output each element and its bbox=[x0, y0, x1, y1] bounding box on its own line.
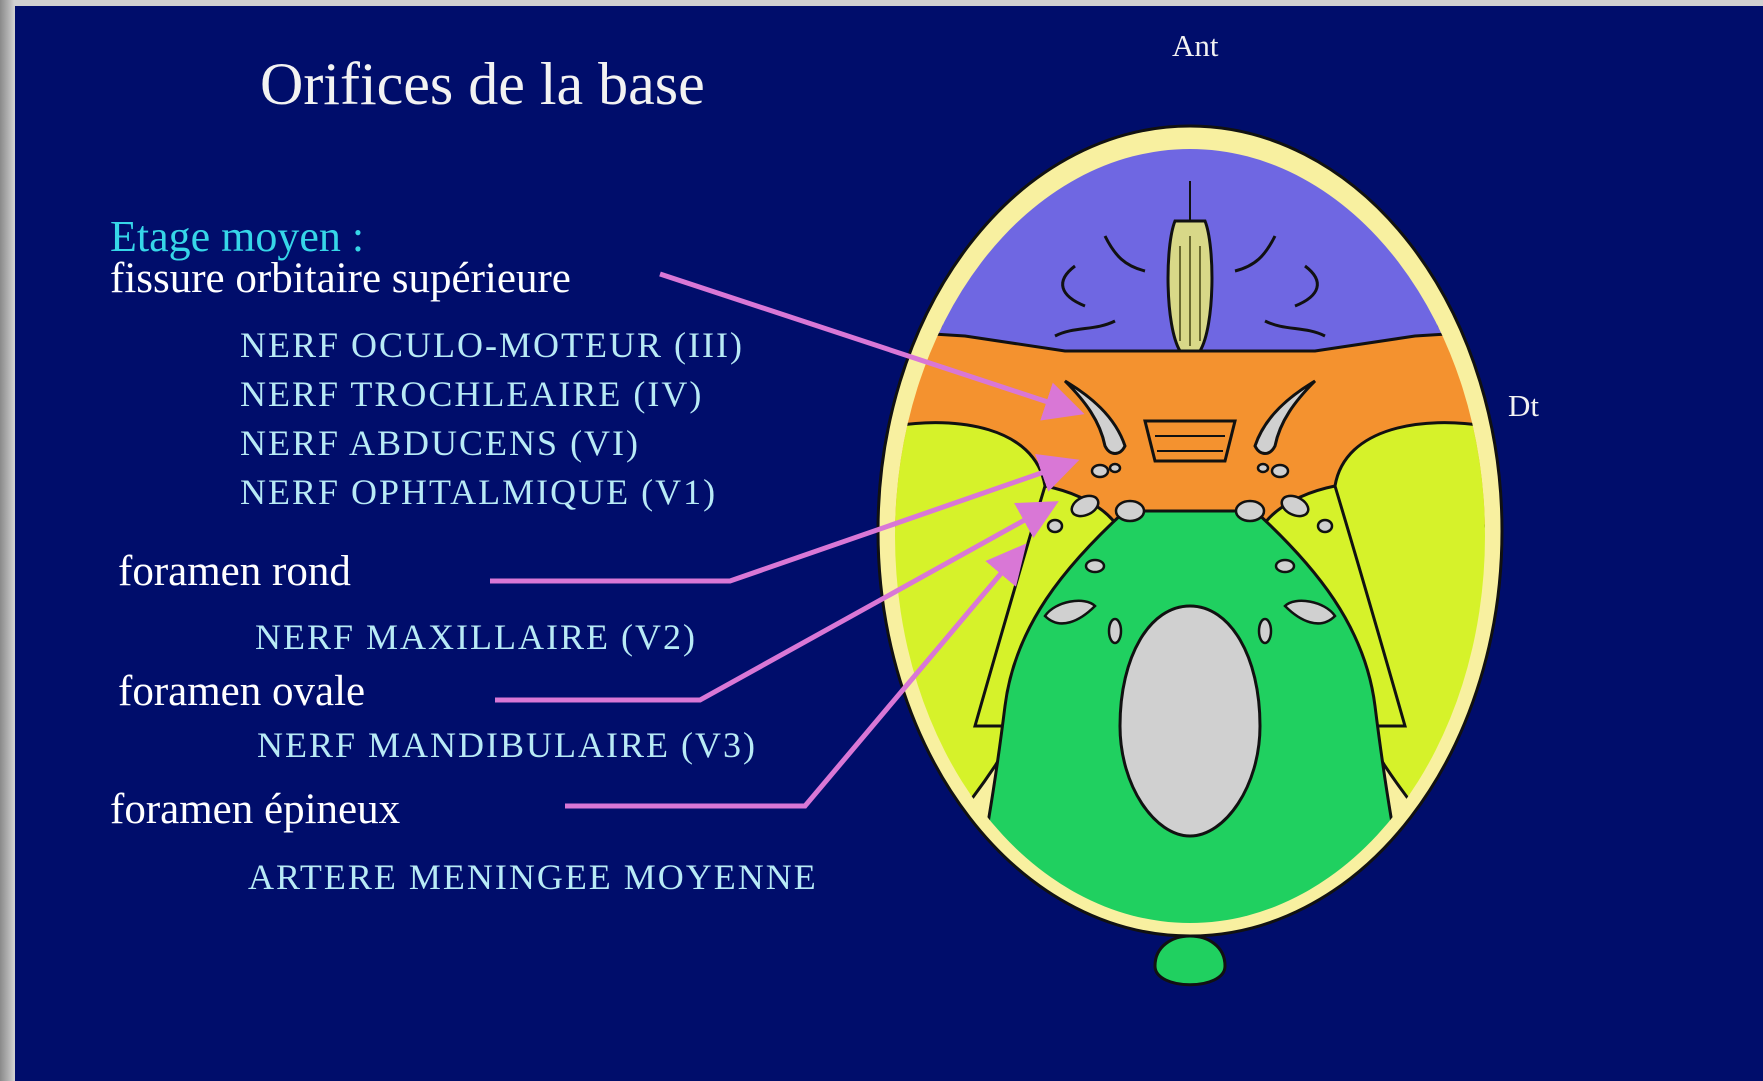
slide: Orifices de la base Etage moyen : fissur… bbox=[15, 6, 1763, 1081]
left-foramen-spinosum bbox=[1048, 520, 1062, 532]
occipital-protuberance bbox=[1155, 936, 1225, 985]
sella-turcica bbox=[1145, 421, 1235, 461]
right-foramen-spinosum bbox=[1318, 520, 1332, 532]
foramen-magnum bbox=[1120, 606, 1260, 836]
left-foramen-rotundum bbox=[1092, 465, 1108, 477]
skull-base-diagram bbox=[15, 6, 1763, 1081]
right-foramen-rotundum bbox=[1272, 465, 1288, 477]
